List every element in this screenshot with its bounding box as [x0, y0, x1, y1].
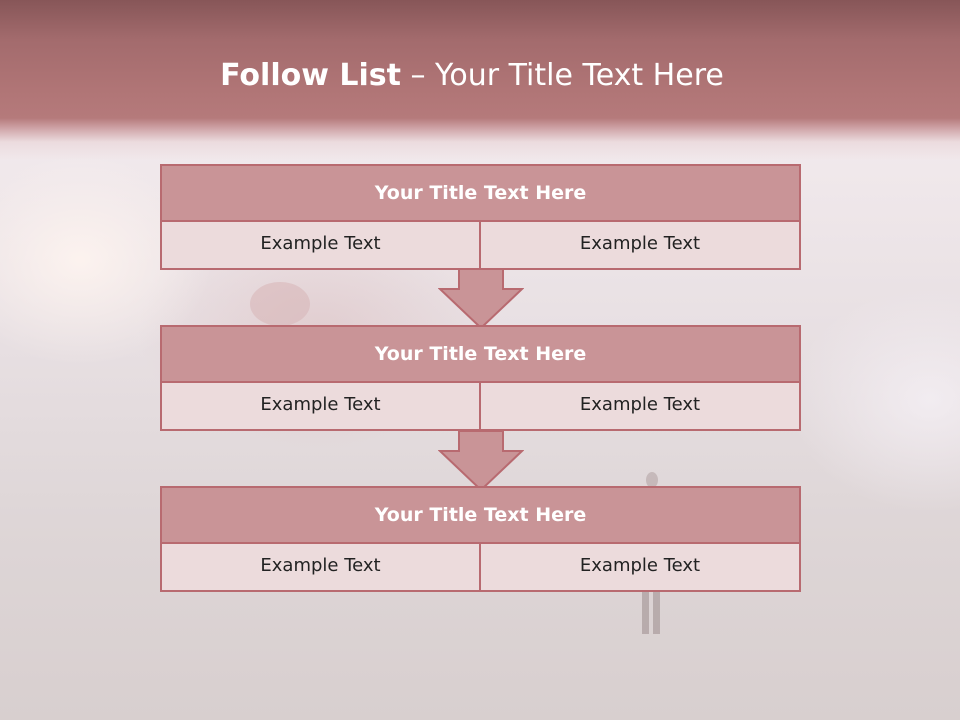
- slide-title-rest: – Your Title Text Here: [400, 58, 724, 93]
- step-cell-left: Example Text: [162, 222, 481, 268]
- step-cell-left: Example Text: [162, 383, 481, 429]
- slide-title: Follow List – Your Title Text Here: [0, 50, 944, 102]
- step-title: Your Title Text Here: [162, 488, 799, 544]
- slide-title-bold: Follow List: [220, 58, 401, 93]
- silhouette-head: [646, 472, 658, 488]
- step-cell-left: Example Text: [162, 544, 481, 590]
- step-box-2: Your Title Text Here Example Text Exampl…: [160, 325, 801, 431]
- step-title: Your Title Text Here: [162, 327, 799, 383]
- step-box-3: Your Title Text Here Example Text Exampl…: [160, 486, 801, 592]
- down-arrow-icon: [438, 268, 524, 330]
- silhouette-leg: [642, 562, 649, 634]
- step-box-1: Your Title Text Here Example Text Exampl…: [160, 164, 801, 270]
- step-cell-right: Example Text: [481, 544, 799, 590]
- step-cell-right: Example Text: [481, 383, 799, 429]
- step-title: Your Title Text Here: [162, 166, 799, 222]
- silhouette-leg: [653, 562, 660, 634]
- step-cell-right: Example Text: [481, 222, 799, 268]
- background-hand-shape: [250, 282, 310, 326]
- header-band: [0, 0, 960, 160]
- down-arrow-icon: [438, 430, 524, 492]
